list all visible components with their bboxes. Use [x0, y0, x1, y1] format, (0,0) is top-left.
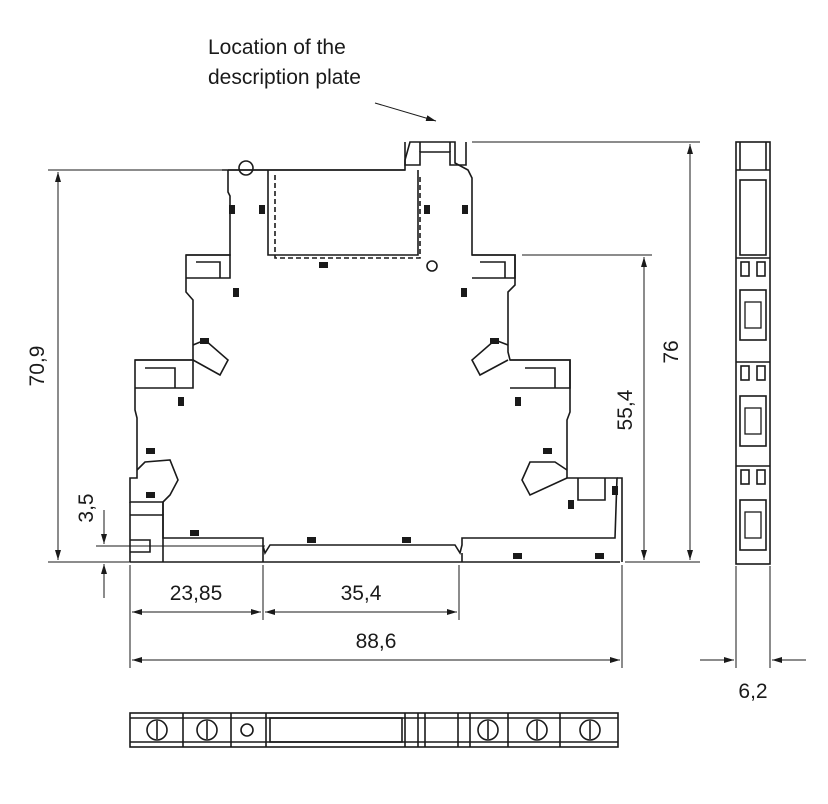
dim-side-width-label: 6,2 — [738, 680, 767, 703]
side-terminal-1 — [736, 257, 770, 341]
dim-height-total-label: 70,9 — [26, 346, 49, 387]
dim-height-overall: 76 — [472, 141, 700, 563]
dim-width-total-label: 88,6 — [356, 630, 397, 653]
dim-height-mid-label: 55,4 — [614, 389, 637, 430]
annotation-arrow — [374, 102, 437, 122]
dim-height-total: 70,9 — [26, 169, 222, 563]
dim-height-overall-label: 76 — [660, 340, 683, 363]
dim-width-left-label: 23,85 — [170, 582, 223, 605]
annotation-line1: Location of the — [208, 36, 346, 59]
annotation-line2: description plate — [208, 66, 361, 89]
front-holes — [146, 205, 618, 559]
top-screws — [146, 719, 601, 741]
side-view: 6,2 — [700, 141, 806, 703]
dim-height-small-label: 3,5 — [75, 493, 98, 522]
dim-height-mid: 55,4 — [522, 254, 652, 563]
side-terminal-3 — [736, 465, 770, 551]
front-view — [129, 141, 623, 563]
dim-width-center-label: 35,4 — [341, 582, 382, 605]
dim-widths: 23,85 35,4 88,6 — [129, 565, 623, 668]
top-view — [129, 712, 619, 748]
dim-height-small: 3,5 — [75, 493, 265, 598]
side-terminal-2 — [736, 361, 770, 447]
